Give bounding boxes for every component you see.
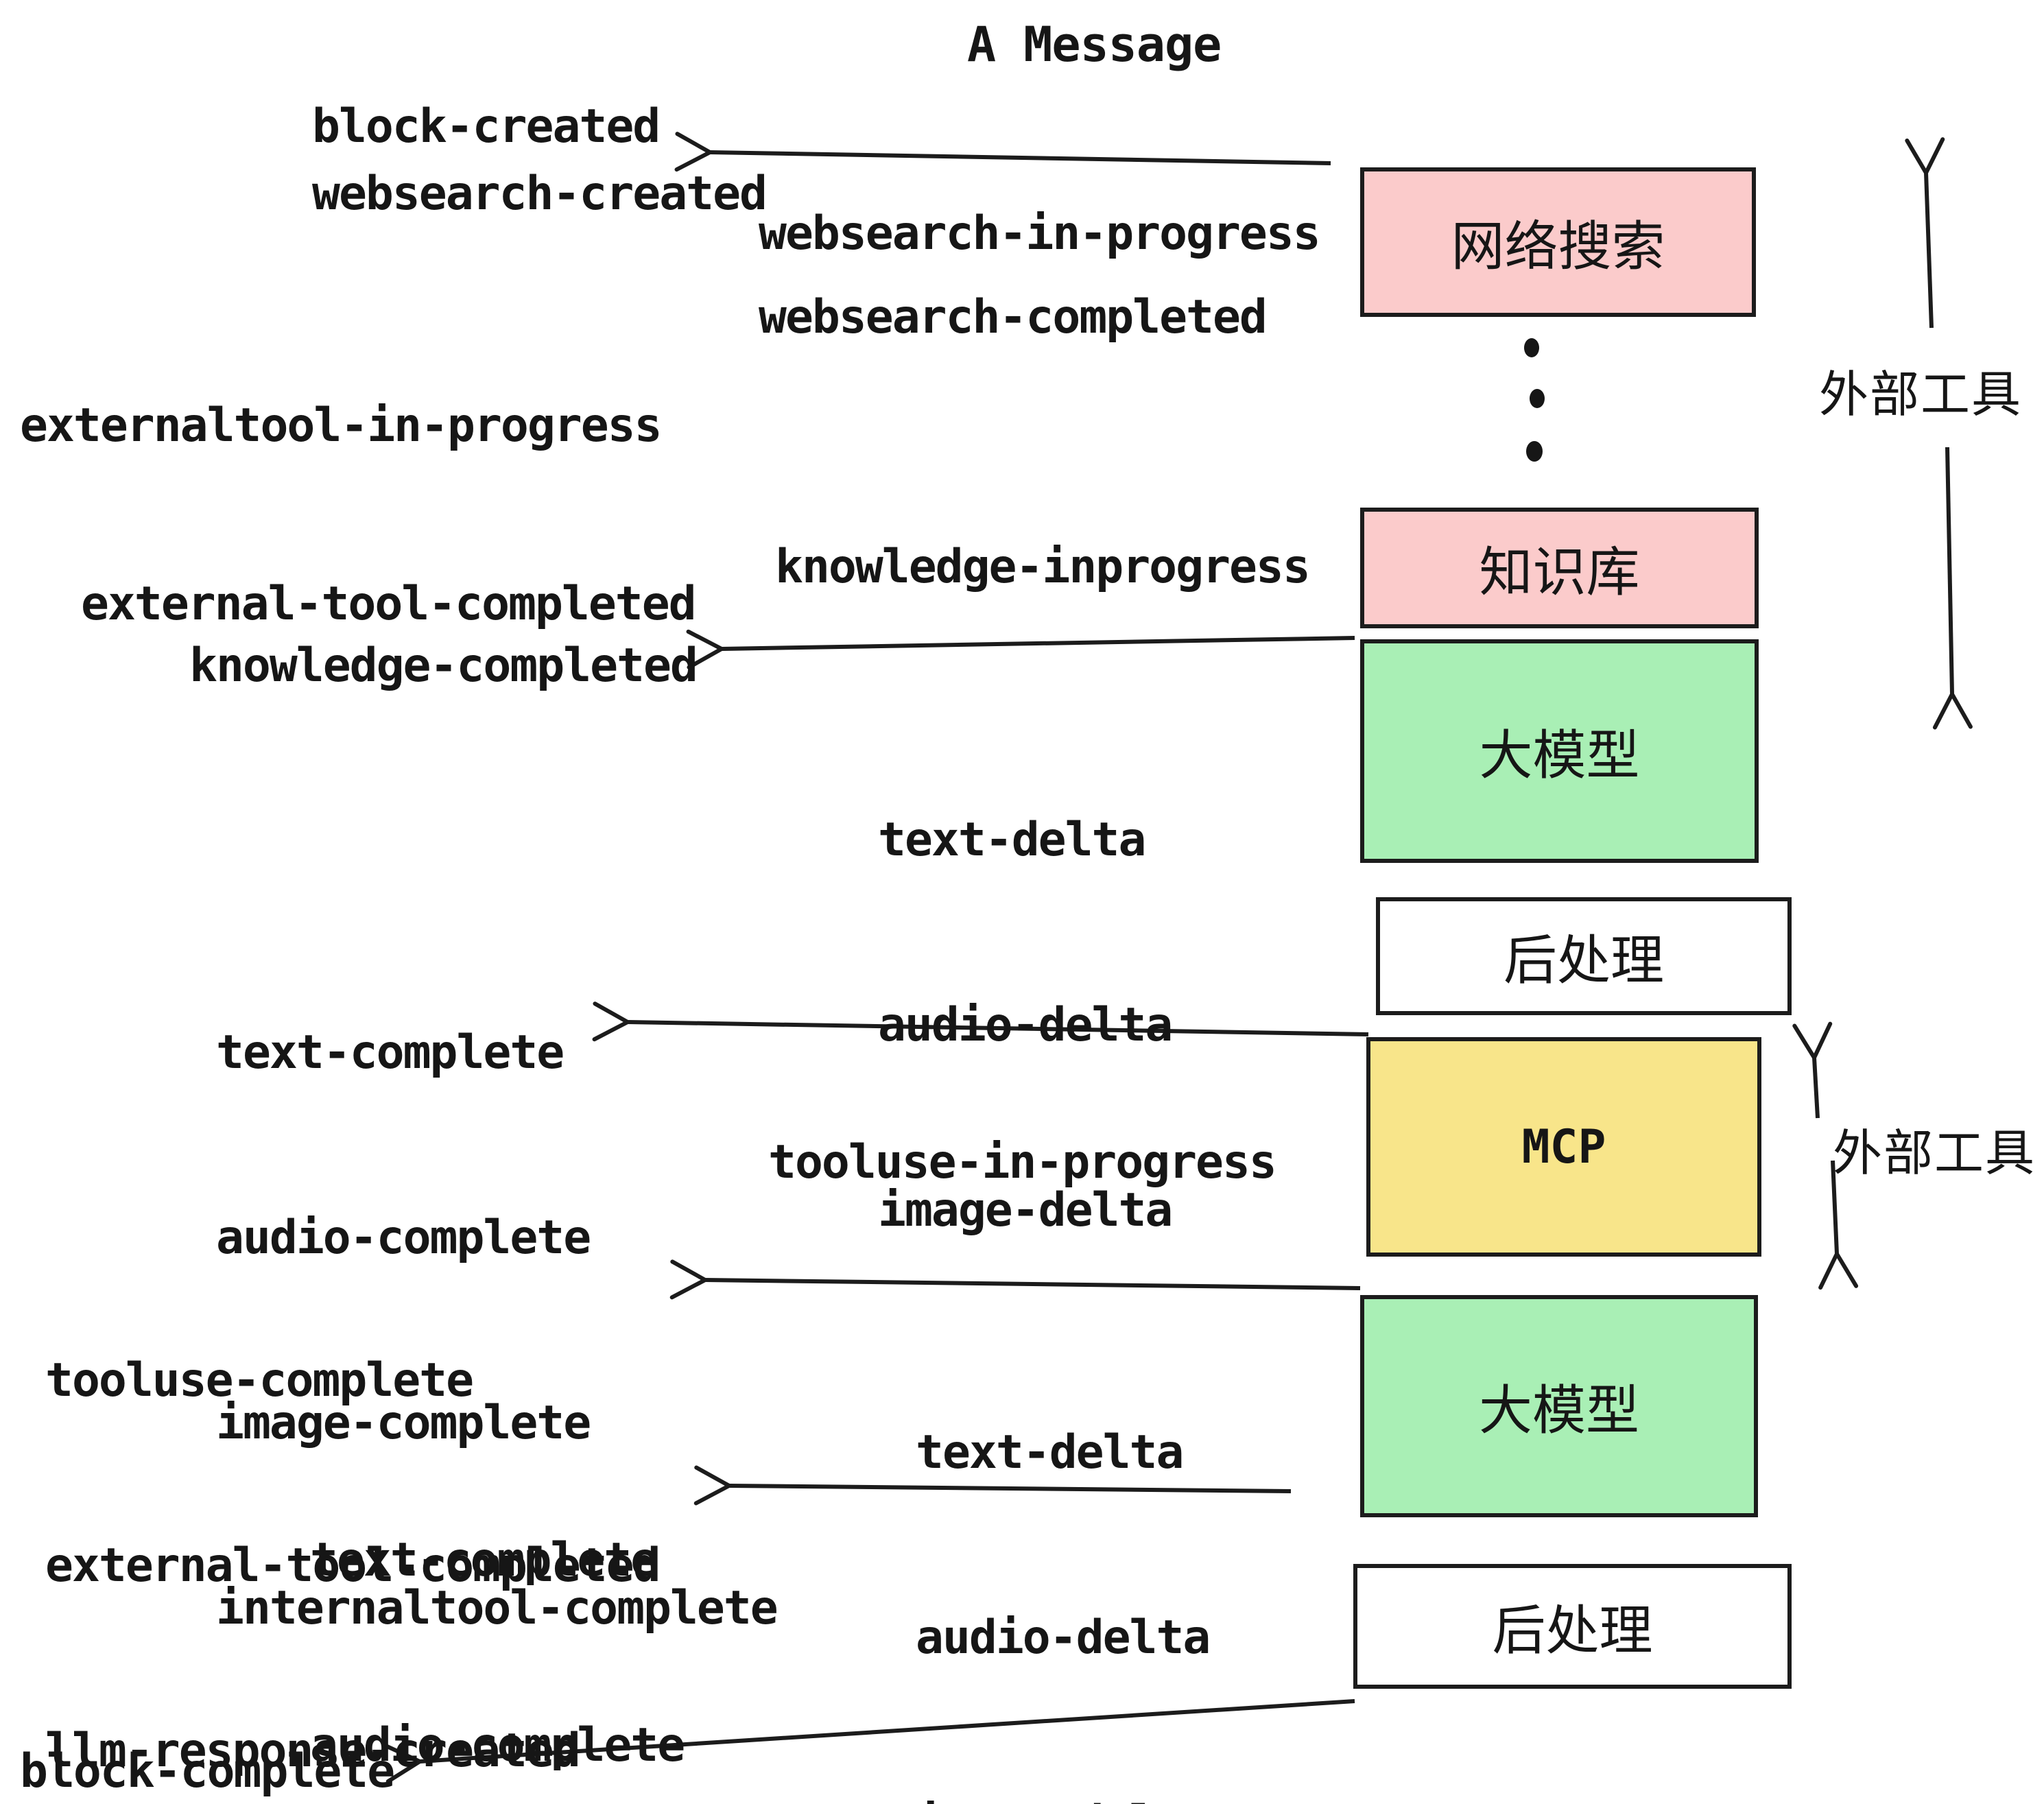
diagram-title: A Message xyxy=(967,16,1222,73)
event-group-tooluse: tooluse-complete external-tool-completed… xyxy=(45,1226,661,1804)
ellipsis-dots xyxy=(1524,338,1545,462)
box-web-search-label: 网络搜索 xyxy=(1451,216,1665,278)
arrow-knowledge-completed xyxy=(686,629,1355,669)
box-llm-1: 大模型 xyxy=(1360,639,1759,863)
event-text-delta: text-delta xyxy=(878,813,1146,867)
arrow-llm2-complete xyxy=(693,1465,1292,1506)
event-tooluse-in-progress: tooluse-in-progress xyxy=(768,1135,1277,1189)
event-image-delta: image-delta xyxy=(878,1183,1173,1237)
event-knowledge-inprogress: knowledge-inprogress xyxy=(775,540,1311,594)
event-image-complete: image-complete xyxy=(216,1396,591,1450)
box-mcp: MCP xyxy=(1366,1037,1761,1257)
box-mcp-label: MCP xyxy=(1521,1119,1606,1174)
event-text-complete: text-complete xyxy=(310,1533,658,1587)
event-image-delta: image-delta xyxy=(916,1792,1211,1804)
arrow-external-tools-bottom-down xyxy=(1818,1160,1859,1290)
arrow-block-complete xyxy=(383,1699,1355,1784)
event-internaltool-complete: internaltool-complete xyxy=(216,1581,779,1635)
event-websearch-completed: websearch-completed xyxy=(759,290,1268,344)
box-llm-2-label: 大模型 xyxy=(1478,1380,1639,1442)
arrow-tooluse-complete xyxy=(669,1259,1361,1300)
arrow-websearch-created xyxy=(674,132,1331,172)
box-web-search: 网络搜索 xyxy=(1360,167,1756,317)
box-postprocess-2-label: 后处理 xyxy=(1492,1600,1653,1662)
event-external-tool-completed: external-tool-completed xyxy=(81,577,697,631)
event-block-complete: block-complete xyxy=(20,1744,395,1799)
arrow-internal-complete xyxy=(592,1001,1369,1042)
box-llm-1-label: 大模型 xyxy=(1479,725,1640,787)
event-group-delta-2: text-delta audio-delta image-delta xyxy=(916,1298,1211,1804)
event-group-complete-1: text-complete audio-complete image-compl… xyxy=(216,899,779,1763)
event-group-complete-2: text-complete audio-complete image-compl… xyxy=(310,1406,871,1804)
arrow-external-tools-top-up xyxy=(1905,137,1945,329)
box-postprocess-1: 后处理 xyxy=(1376,897,1792,1015)
arrow-external-tools-bottom-up xyxy=(1792,1021,1833,1119)
event-audio-delta: audio-delta xyxy=(916,1611,1211,1665)
event-block-created: block-created xyxy=(312,99,661,154)
box-postprocess-1-label: 后处理 xyxy=(1503,930,1664,992)
event-audio-complete: audio-complete xyxy=(310,1718,685,1772)
event-text-delta: text-delta xyxy=(916,1425,1184,1480)
event-externaltool-in-progress: externaltool-in-progress xyxy=(20,399,663,453)
event-tooluse-complete: tooluse-complete xyxy=(45,1353,474,1408)
event-external-tool-completed: external-tool-completed xyxy=(45,1539,661,1593)
box-postprocess-2: 后处理 xyxy=(1353,1564,1792,1689)
event-audio-complete: audio-complete xyxy=(216,1211,591,1265)
box-knowledge-base-label: 知识库 xyxy=(1479,542,1640,604)
external-tools-label-top: 外部工具 xyxy=(1819,366,2023,423)
event-websearch-in-progress: websearch-in-progress xyxy=(759,206,1321,261)
external-tools-label-bottom: 外部工具 xyxy=(1833,1124,2036,1182)
event-group-delta-1: text-delta audio-delta image-delta xyxy=(878,686,1173,1365)
box-knowledge-base: 知识库 xyxy=(1360,508,1759,628)
arrow-external-tools-top-down xyxy=(1932,447,1973,730)
event-websearch-created: websearch-created xyxy=(312,167,768,221)
event-text-complete: text-complete xyxy=(216,1025,565,1080)
event-knowledge-completed: knowledge-completed xyxy=(189,639,698,693)
box-llm-2: 大模型 xyxy=(1360,1295,1758,1517)
event-audio-delta: audio-delta xyxy=(878,998,1173,1052)
event-llm-response-created: llm-response-created xyxy=(45,1724,581,1778)
